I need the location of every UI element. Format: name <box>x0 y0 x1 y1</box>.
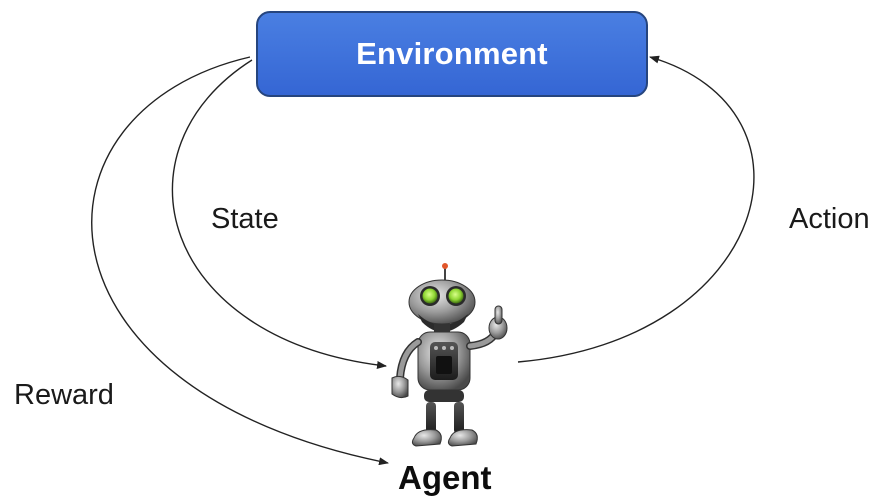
action-arrow <box>517 55 755 363</box>
environment-box: Environment <box>256 11 648 97</box>
agent-label: Agent <box>398 459 492 496</box>
reward-arrow <box>91 56 389 466</box>
environment-label: Environment <box>356 36 548 71</box>
reward-label: Reward <box>14 379 114 411</box>
robot-icon <box>391 263 508 447</box>
action-label: Action <box>789 203 870 235</box>
state-arrow <box>171 59 387 369</box>
state-label: State <box>211 203 279 235</box>
